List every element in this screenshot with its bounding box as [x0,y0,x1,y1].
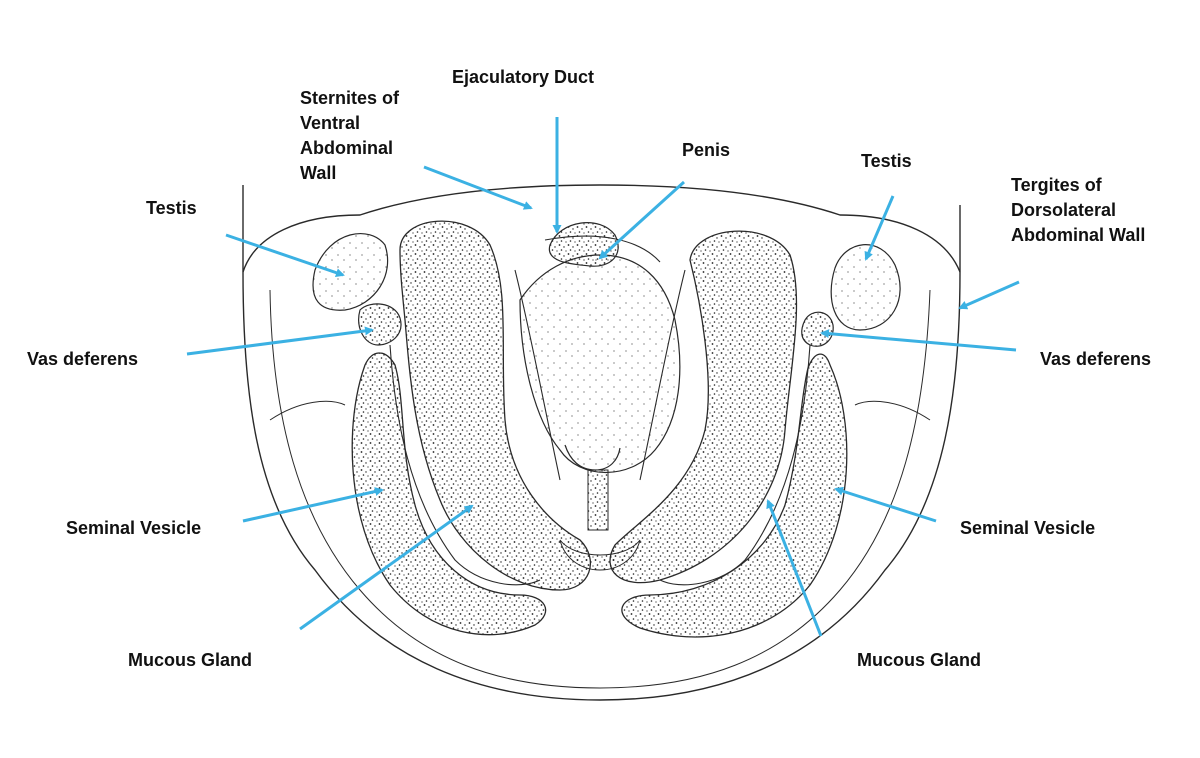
arrow-mucous-gland-right [766,499,823,637]
duct-lines [389,235,811,586]
seminal-vesicle-right-shape [621,353,848,638]
testis-left-shape [312,232,402,346]
arrow-tergites [958,280,1020,310]
label-testis-right: Testis [861,151,912,171]
testis-right-shape [801,244,901,347]
label-vas-deferens-right: Vas deferens [1040,349,1152,369]
arrow-penis [598,180,686,260]
arrow-seminal-vesicle-left [242,487,384,523]
label-penis: Penis [682,140,731,160]
arrow-sternites [423,165,533,210]
label-mucous-gland-left: Mucous Gland [128,650,253,670]
arrow-mucous-gland-left [299,504,474,631]
label-seminal-vesicle-left: Seminal Vesicle [66,518,202,538]
pointer-arrows [186,117,1020,637]
arrow-seminal-vesicle-right [834,486,937,523]
arrow-vas-deferens-left [186,326,374,356]
label-sternites: Sternites of Ventral Abdominal Wall [300,88,400,183]
arrow-vas-deferens-right [820,329,1017,352]
label-mucous-gland-right: Mucous Gland [857,650,982,670]
arrow-testis-left [225,233,345,277]
label-tergites: Tergites of Dorsolateral Abdominal Wall [1011,175,1146,245]
label-testis-left: Testis [146,198,197,218]
arrow-testis-right [864,195,895,261]
label-vas-deferens-left: Vas deferens [27,349,139,369]
label-seminal-vesicle-right: Seminal Vesicle [960,518,1096,538]
label-ejaculatory-duct: Ejaculatory Duct [452,67,595,87]
mucous-gland-right-shape [609,230,798,584]
seminal-vesicle-left-shape [351,352,547,636]
